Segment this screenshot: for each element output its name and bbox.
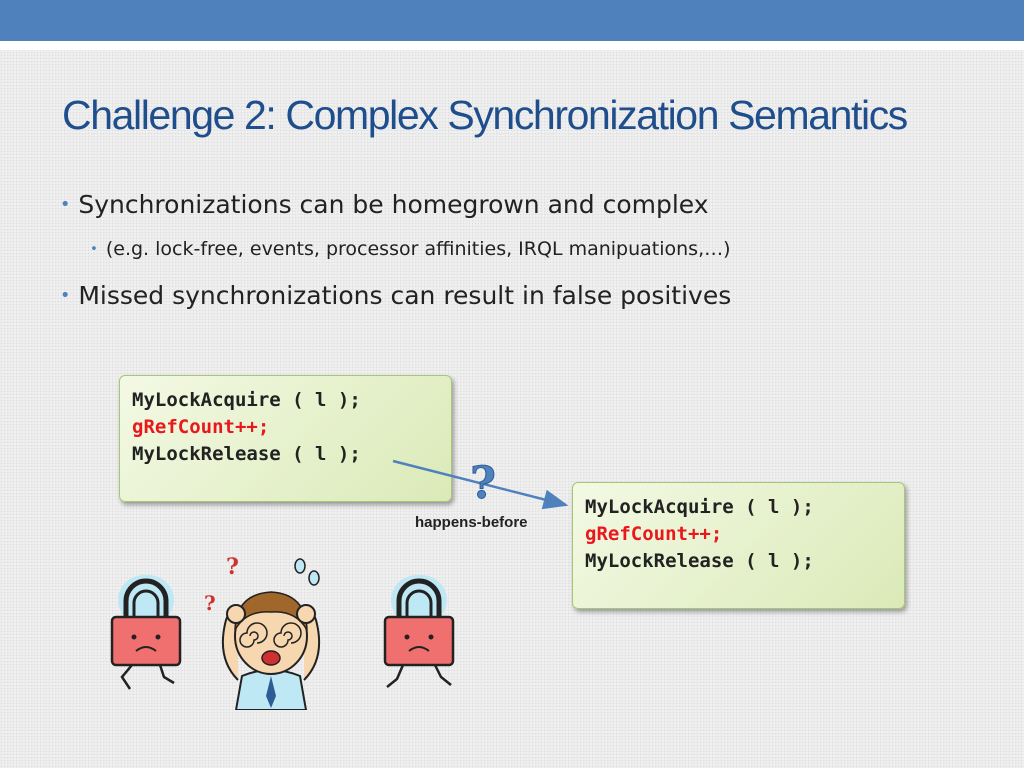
unhappy-lock-icon: [383, 575, 455, 688]
bullet-marker: •: [60, 194, 71, 215]
bullet-text: (e.g. lock-free, events, processor affin…: [105, 238, 731, 260]
bullet-marker: •: [90, 241, 98, 257]
bullet-text: Missed synchronizations can result in fa…: [78, 281, 732, 310]
bullet-item: • Missed synchronizations can result in f…: [60, 281, 731, 310]
svg-text:?: ?: [470, 460, 496, 502]
sweat-drops-icon: [294, 558, 320, 586]
code-block-thread-b: MyLockAcquire ( l ); gRefCount++; MyLock…: [572, 482, 905, 609]
bullet-item: • Synchronizations can be homegrown and c…: [60, 190, 709, 219]
code-line-highlighted: gRefCount++;: [585, 523, 723, 545]
code-block-thread-a: MyLockAcquire ( l ); gRefCount++; MyLock…: [119, 375, 452, 502]
svg-text:?: ?: [226, 554, 239, 580]
code-line: MyLockRelease ( l );: [585, 550, 814, 572]
confused-person-icon: ? ?: [204, 554, 321, 710]
bullet-marker: •: [60, 285, 71, 306]
code-line: MyLockAcquire ( l );: [132, 389, 361, 411]
sub-bullet-item: • (e.g. lock-free, events, processor affi…: [90, 238, 731, 260]
happens-before-label: happens-before: [415, 514, 528, 531]
question-mark-icon: ?: [470, 460, 497, 502]
svg-text:?: ?: [204, 591, 216, 615]
slide-title: Challenge 2: Complex Synchronization Sem…: [62, 92, 908, 138]
top-accent-divider: [0, 41, 1024, 50]
code-line: MyLockRelease ( l );: [132, 443, 361, 465]
code-line: MyLockAcquire ( l );: [585, 496, 814, 518]
code-line-highlighted: gRefCount++;: [132, 416, 270, 438]
bullet-text: Synchronizations can be homegrown and co…: [78, 190, 709, 219]
unhappy-lock-icon: [110, 575, 182, 690]
top-accent-bar: [0, 0, 1024, 41]
